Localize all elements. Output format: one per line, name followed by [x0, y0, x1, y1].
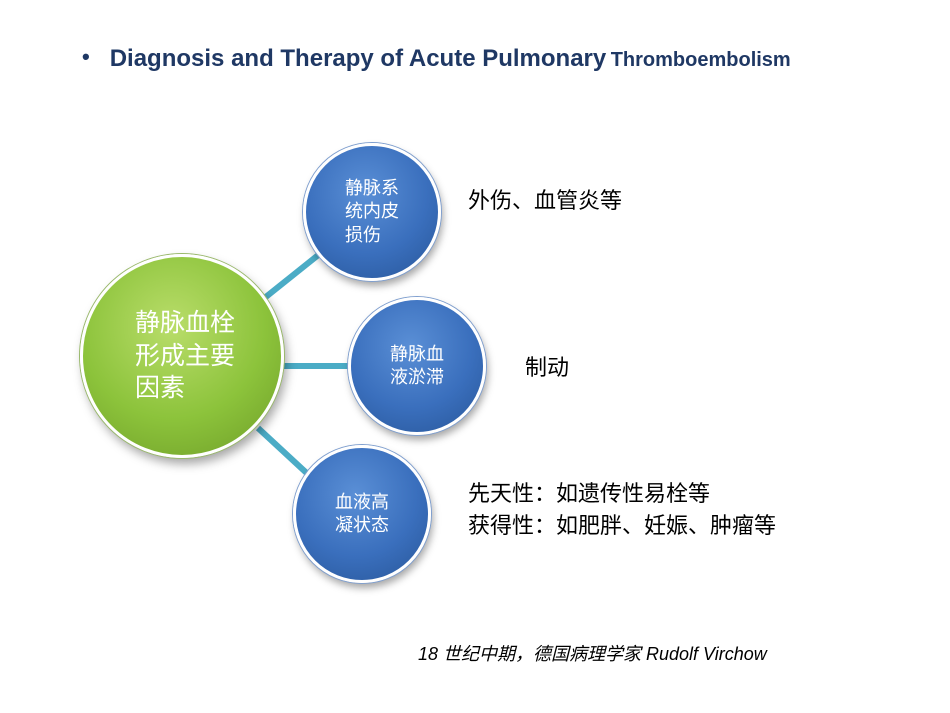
node-3-label: 血液高 凝状态 — [335, 491, 389, 536]
center-circle-virchow-factors: 静脉血栓 形成主要 因素 — [80, 254, 284, 458]
node-2-label: 静脉血 液淤滞 — [390, 343, 444, 388]
node-hypercoagulability: 血液高 凝状态 — [293, 445, 431, 583]
title-bullet: • — [82, 44, 90, 69]
node-endothelial-injury: 静脉系 统内皮 损伤 — [303, 143, 441, 281]
footnote-attribution: 18 世纪中期，德国病理学家 Rudolf Virchow — [418, 644, 767, 664]
node-2-description: 制动 — [525, 356, 570, 381]
node-1-description: 外伤、血管炎等 — [468, 189, 623, 214]
node-1-label: 静脉系 统内皮 损伤 — [345, 177, 399, 246]
connector-1 — [260, 249, 324, 303]
connector-3 — [255, 425, 315, 481]
title-main-text: Diagnosis and Therapy of Acute Pulmonary — [109, 45, 607, 72]
center-circle-label: 静脉血栓 形成主要 因素 — [134, 308, 235, 403]
title-tail-text: Thromboembolism — [610, 49, 791, 71]
node-venous-stasis: 静脉血 液淤滞 — [348, 297, 486, 435]
node-3-description: 先天性：如遗传性易栓等 获得性：如肥胖、妊娠、肿瘤等 — [468, 482, 777, 539]
slide-title: • Diagnosis and Therapy of Acute Pulmonar… — [82, 44, 791, 73]
